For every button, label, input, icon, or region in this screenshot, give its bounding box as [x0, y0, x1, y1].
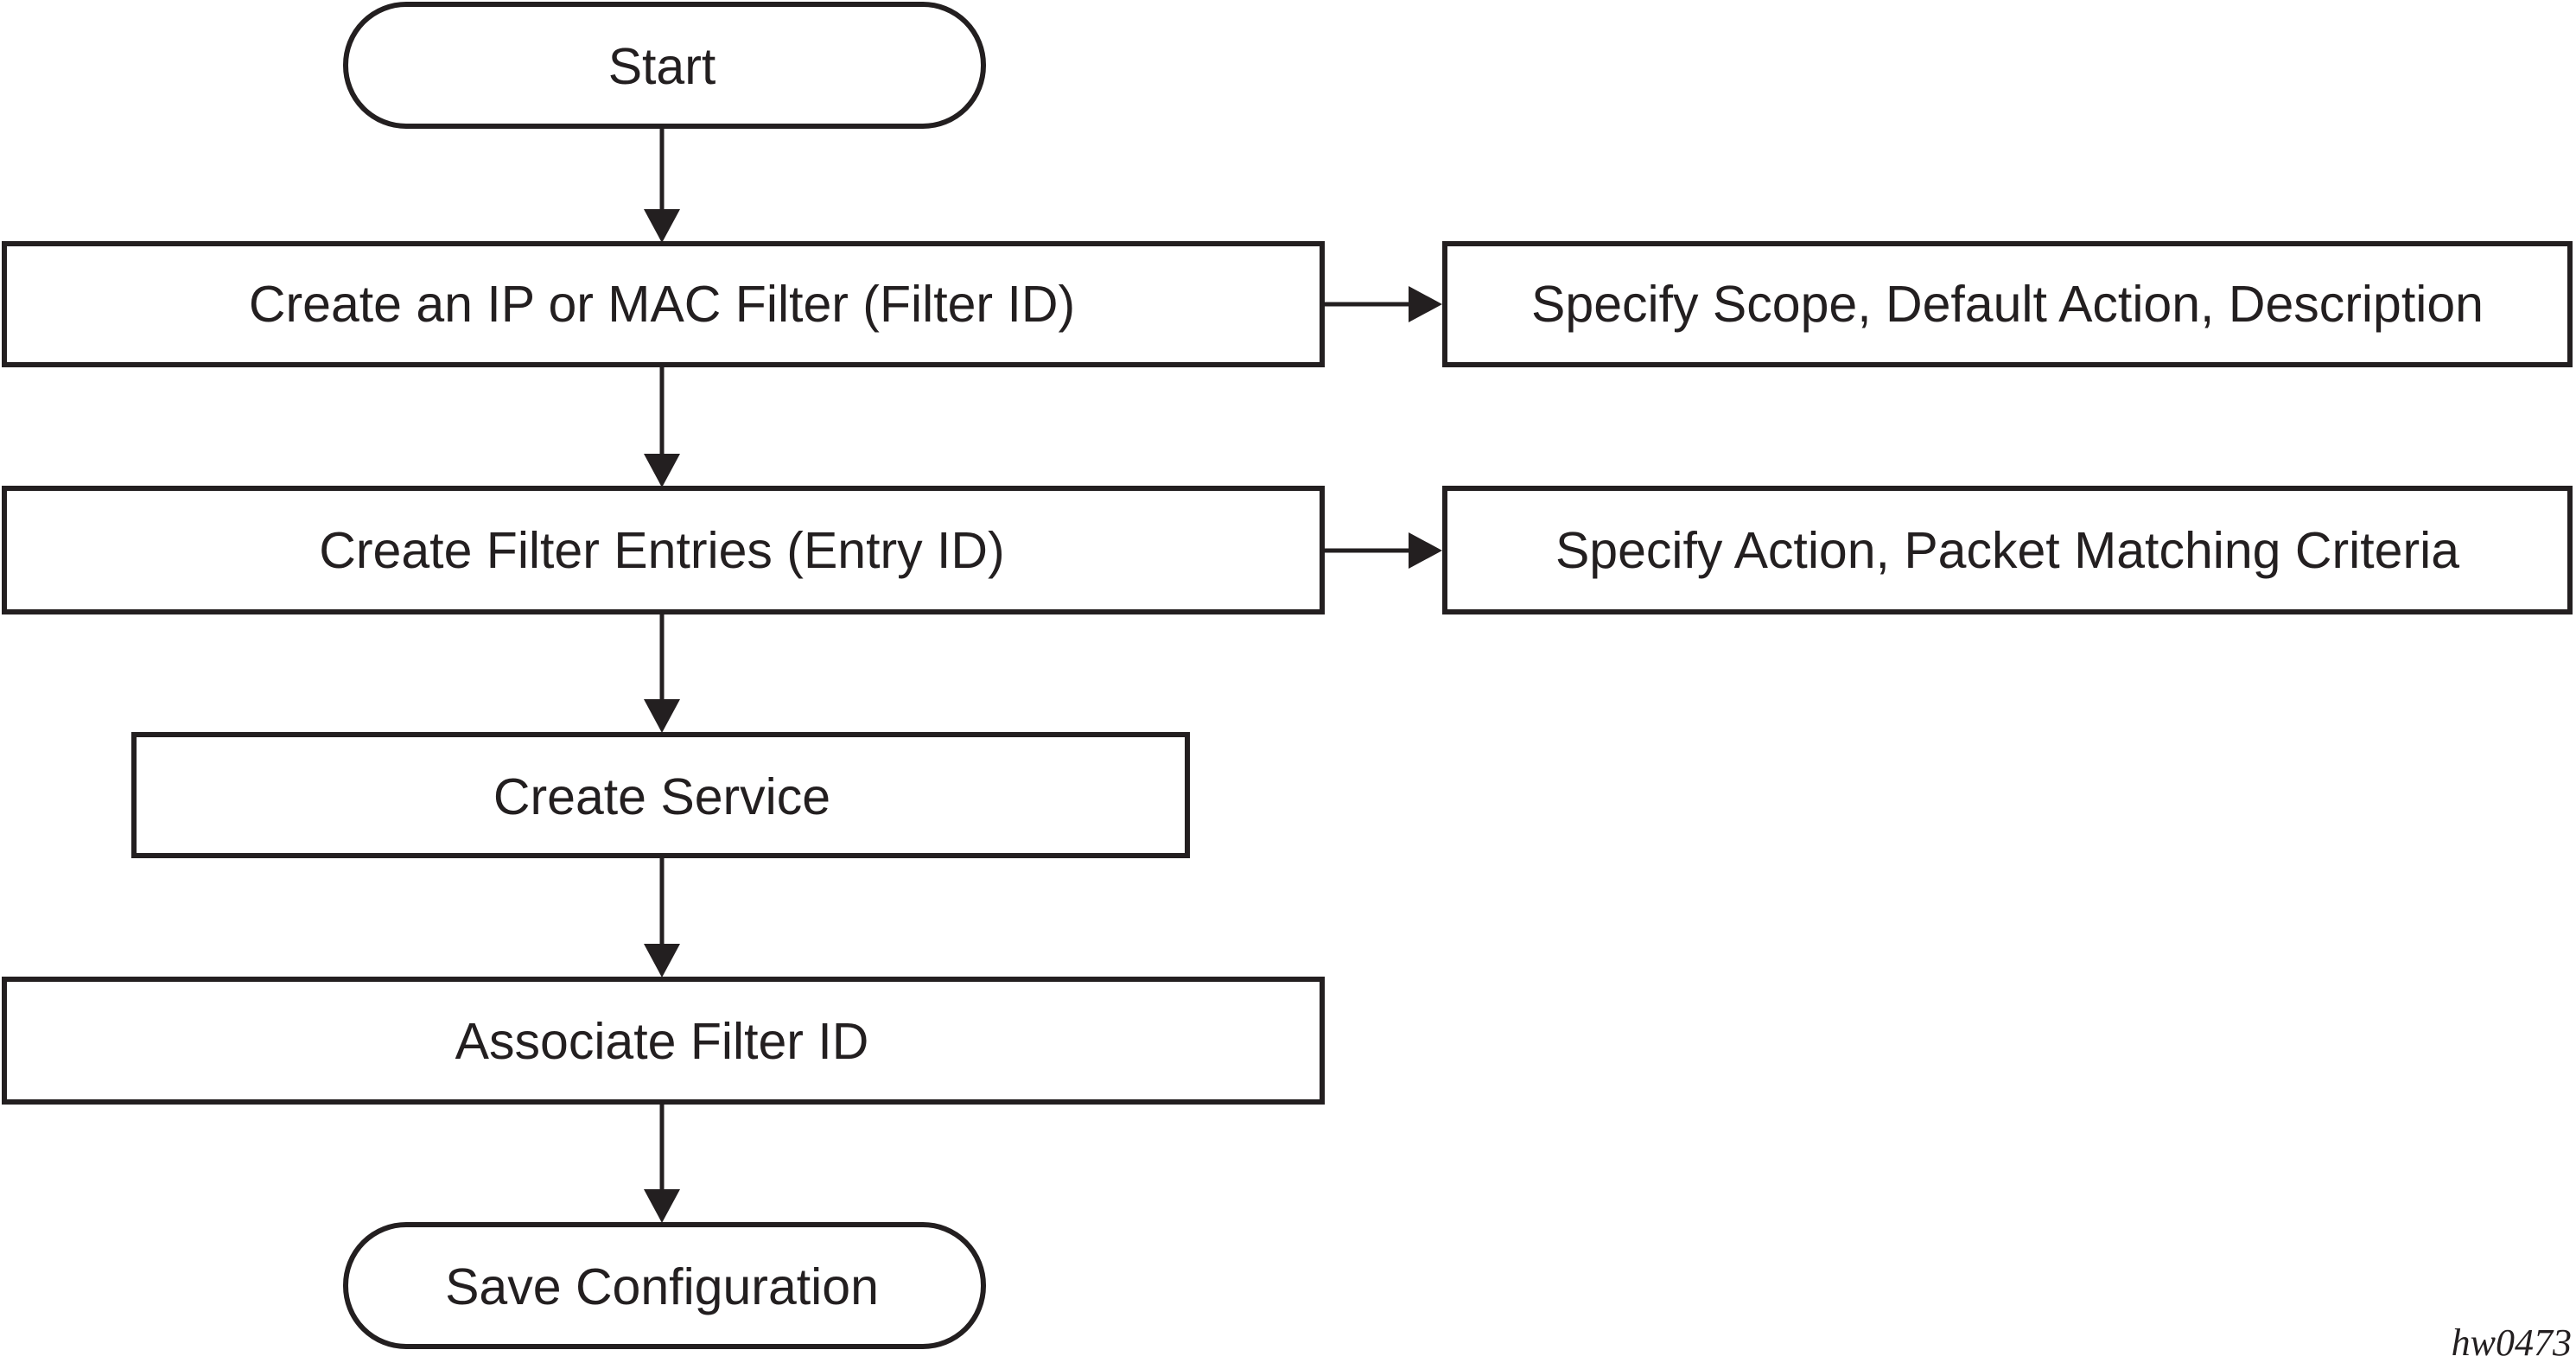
node-specify-action: Specify Action, Packet Matching Criteria: [1442, 486, 2573, 614]
node-specify-action-label: Specify Action, Packet Matching Criteria: [1555, 522, 2459, 579]
node-specify-scope-label: Specify Scope, Default Action, Descripti…: [1531, 276, 2484, 333]
node-create-filter: Create an IP or MAC Filter (Filter ID): [2, 241, 1325, 367]
node-associate-filter: Associate Filter ID: [2, 977, 1325, 1105]
connectors: [644, 128, 1442, 1223]
process-shape: [1442, 241, 2573, 367]
node-save-config: Save Configuration: [343, 1222, 986, 1349]
arrowhead-create-entries-to-specify-action: [1409, 532, 1442, 569]
node-specify-scope: Specify Scope, Default Action, Descripti…: [1442, 241, 2573, 367]
arrowhead-create-entries-to-create-service: [644, 699, 680, 733]
node-save-config-label: Save Configuration: [445, 1258, 879, 1315]
terminator-shape: [343, 2, 986, 129]
node-create-filter-label: Create an IP or MAC Filter (Filter ID): [249, 276, 1075, 333]
node-associate-filter-label: Associate Filter ID: [455, 1013, 869, 1070]
node-create-entries-label: Create Filter Entries (Entry ID): [319, 522, 1004, 579]
process-shape: [2, 486, 1325, 614]
arrowhead-create-filter-to-specify-scope: [1409, 286, 1442, 322]
terminator-shape: [343, 1222, 986, 1349]
arrowhead-associate-filter-to-save-config: [644, 1189, 680, 1223]
arrowhead-create-filter-to-create-entries: [644, 454, 680, 487]
node-create-entries: Create Filter Entries (Entry ID): [2, 486, 1325, 614]
node-create-service-label: Create Service: [493, 768, 830, 825]
process-shape: [2, 241, 1325, 367]
process-shape: [131, 732, 1190, 858]
process-shape: [1442, 486, 2573, 614]
node-create-service: Create Service: [131, 732, 1190, 858]
node-start-label: Start: [608, 38, 716, 95]
node-start: Start: [343, 2, 986, 129]
arrowhead-create-service-to-associate-filter: [644, 944, 680, 977]
arrowhead-start-to-create-filter: [644, 209, 680, 243]
process-shape: [2, 977, 1325, 1105]
figure-id: hw0473: [2452, 1321, 2572, 1364]
